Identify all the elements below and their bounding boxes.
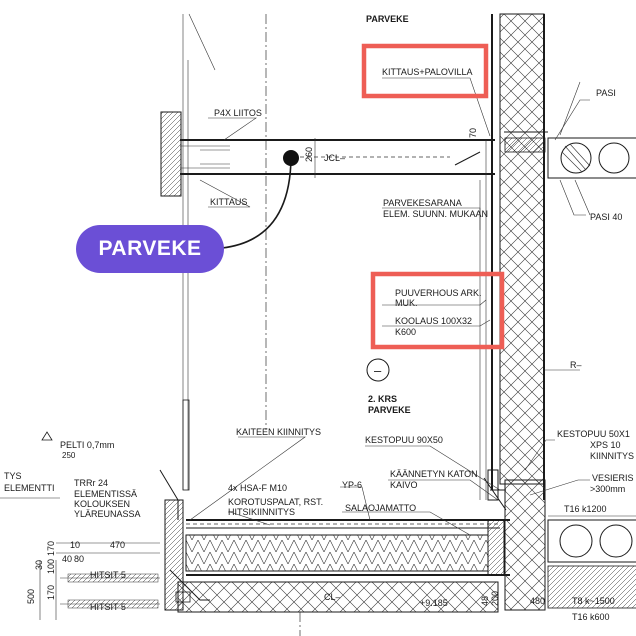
label-vesieris: VESIERIS — [592, 473, 634, 483]
dim-v4: 30 — [34, 560, 44, 570]
dim-48: 48 — [480, 596, 490, 606]
label-hitsit-top: HITSIT 5 — [90, 570, 126, 580]
label-krs-1: 2. KRS — [368, 394, 397, 404]
exterior-wall — [479, 13, 548, 500]
label-t16-k600: T16 k600 — [572, 612, 610, 622]
level-9185: +9.185 — [420, 598, 448, 608]
label-parvekesarana-1: PARVEKESARANA — [383, 198, 462, 208]
parveke-callout-badge: PARVEKE — [76, 225, 224, 273]
label-kaannetyn-2: KAIVO — [390, 480, 418, 490]
balcony-slab — [180, 138, 495, 178]
detail-triangle — [41, 431, 53, 441]
label-cl: CL– — [324, 592, 341, 602]
left-dimensions — [0, 497, 160, 620]
label-hsa-1: 4x HSA-F M10 — [228, 483, 287, 493]
section-mark-text: – — [374, 363, 382, 378]
label-pasi-top: PASI — [596, 88, 616, 98]
label-parvekesarana-2: ELEM. SUUNN. MUKAAN — [383, 209, 488, 219]
label-krs-2: PARVEKE — [368, 405, 411, 415]
hollow-core-slab — [547, 81, 636, 216]
label-kittaus: KITTAUS — [210, 197, 247, 207]
dim-10: 10 — [70, 540, 80, 550]
section-mark: – — [366, 358, 390, 382]
label-hitsit-bot: HITSIT 5 — [90, 602, 126, 612]
dim-40: 40 — [62, 554, 72, 564]
railing-post — [159, 399, 210, 603]
label-yp6: YP-6 — [342, 480, 362, 490]
label-trrr-1: TRRr 24 — [74, 478, 108, 488]
label-koolaus-2: K600 — [395, 327, 416, 337]
label-trrr-2: ELEMENTISSÄ — [74, 489, 137, 499]
label-tys-2: ELEMENTTI — [4, 483, 55, 493]
floor-buildup — [164, 479, 636, 636]
highlight-puuverhous-koolaus — [370, 271, 505, 350]
dim-200: 200 — [490, 591, 500, 606]
label-salaojamatto: SALAOJAMATTO — [345, 503, 416, 513]
label-t16-k1200: T16 k1200 — [564, 504, 607, 514]
label-kiinnitys: KIINNITYS — [590, 451, 634, 461]
label-gt300: >300mm — [590, 484, 625, 494]
label-pelti: PELTI 0,7mm — [60, 440, 114, 450]
dim-470: 470 — [110, 540, 125, 550]
highlight-kittaus-palovilla — [361, 43, 489, 99]
label-p4x-liitos: P4X LIITOS — [214, 108, 262, 118]
label-puuverhous-1: PUUVERHOUS ARK. — [395, 288, 482, 298]
label-hsa-3: HITSIKIINNITYS — [228, 507, 295, 517]
label-kestopuu-90: KESTOPUU 90X50 — [365, 435, 443, 445]
label-t8-k1500: T8 k~1500 — [572, 596, 615, 606]
dim-v1: 170 — [46, 585, 56, 600]
dim-250: 250 — [62, 451, 76, 460]
label-parveke-top: PARVEKE — [366, 14, 409, 24]
dim-70: 70 — [468, 128, 478, 138]
label-puuverhous-2: MUK. — [395, 298, 418, 308]
label-hsa-2: KOROTUSPALAT, RST. — [228, 497, 323, 507]
dim-480: 480 — [530, 596, 545, 606]
label-r-mark: R– — [570, 360, 582, 370]
dim-500: 500 — [26, 589, 36, 604]
label-tys-1: TYS — [4, 471, 22, 481]
dim-80: 80 — [74, 554, 84, 564]
label-trrr-3: KOLOUKSEN — [74, 499, 130, 509]
label-pasi-40: PASI 40 — [590, 212, 622, 222]
dim-v2: 100 — [46, 559, 56, 574]
dim-260: 260 — [304, 147, 314, 162]
label-kittaus-palovilla: KITTAUS+PALOVILLA — [382, 67, 472, 77]
label-trrr-4: YLÄREUNASSA — [74, 509, 141, 519]
label-kaannetyn-1: KÄÄNNETYN KATON — [390, 469, 478, 479]
wall-plate — [160, 111, 182, 197]
label-jcl: JCL– — [324, 153, 345, 163]
label-kestopuu-50: KESTOPUU 50X1 — [557, 429, 630, 439]
callout-leader — [221, 150, 299, 249]
label-kaiteen: KAITEEN KIINNITYS — [236, 427, 321, 437]
leader-lines — [189, 77, 590, 536]
label-koolaus-1: KOOLAUS 100X32 — [395, 316, 472, 326]
dim-v3: 170 — [46, 541, 56, 556]
label-xps: XPS 10 — [590, 440, 621, 450]
